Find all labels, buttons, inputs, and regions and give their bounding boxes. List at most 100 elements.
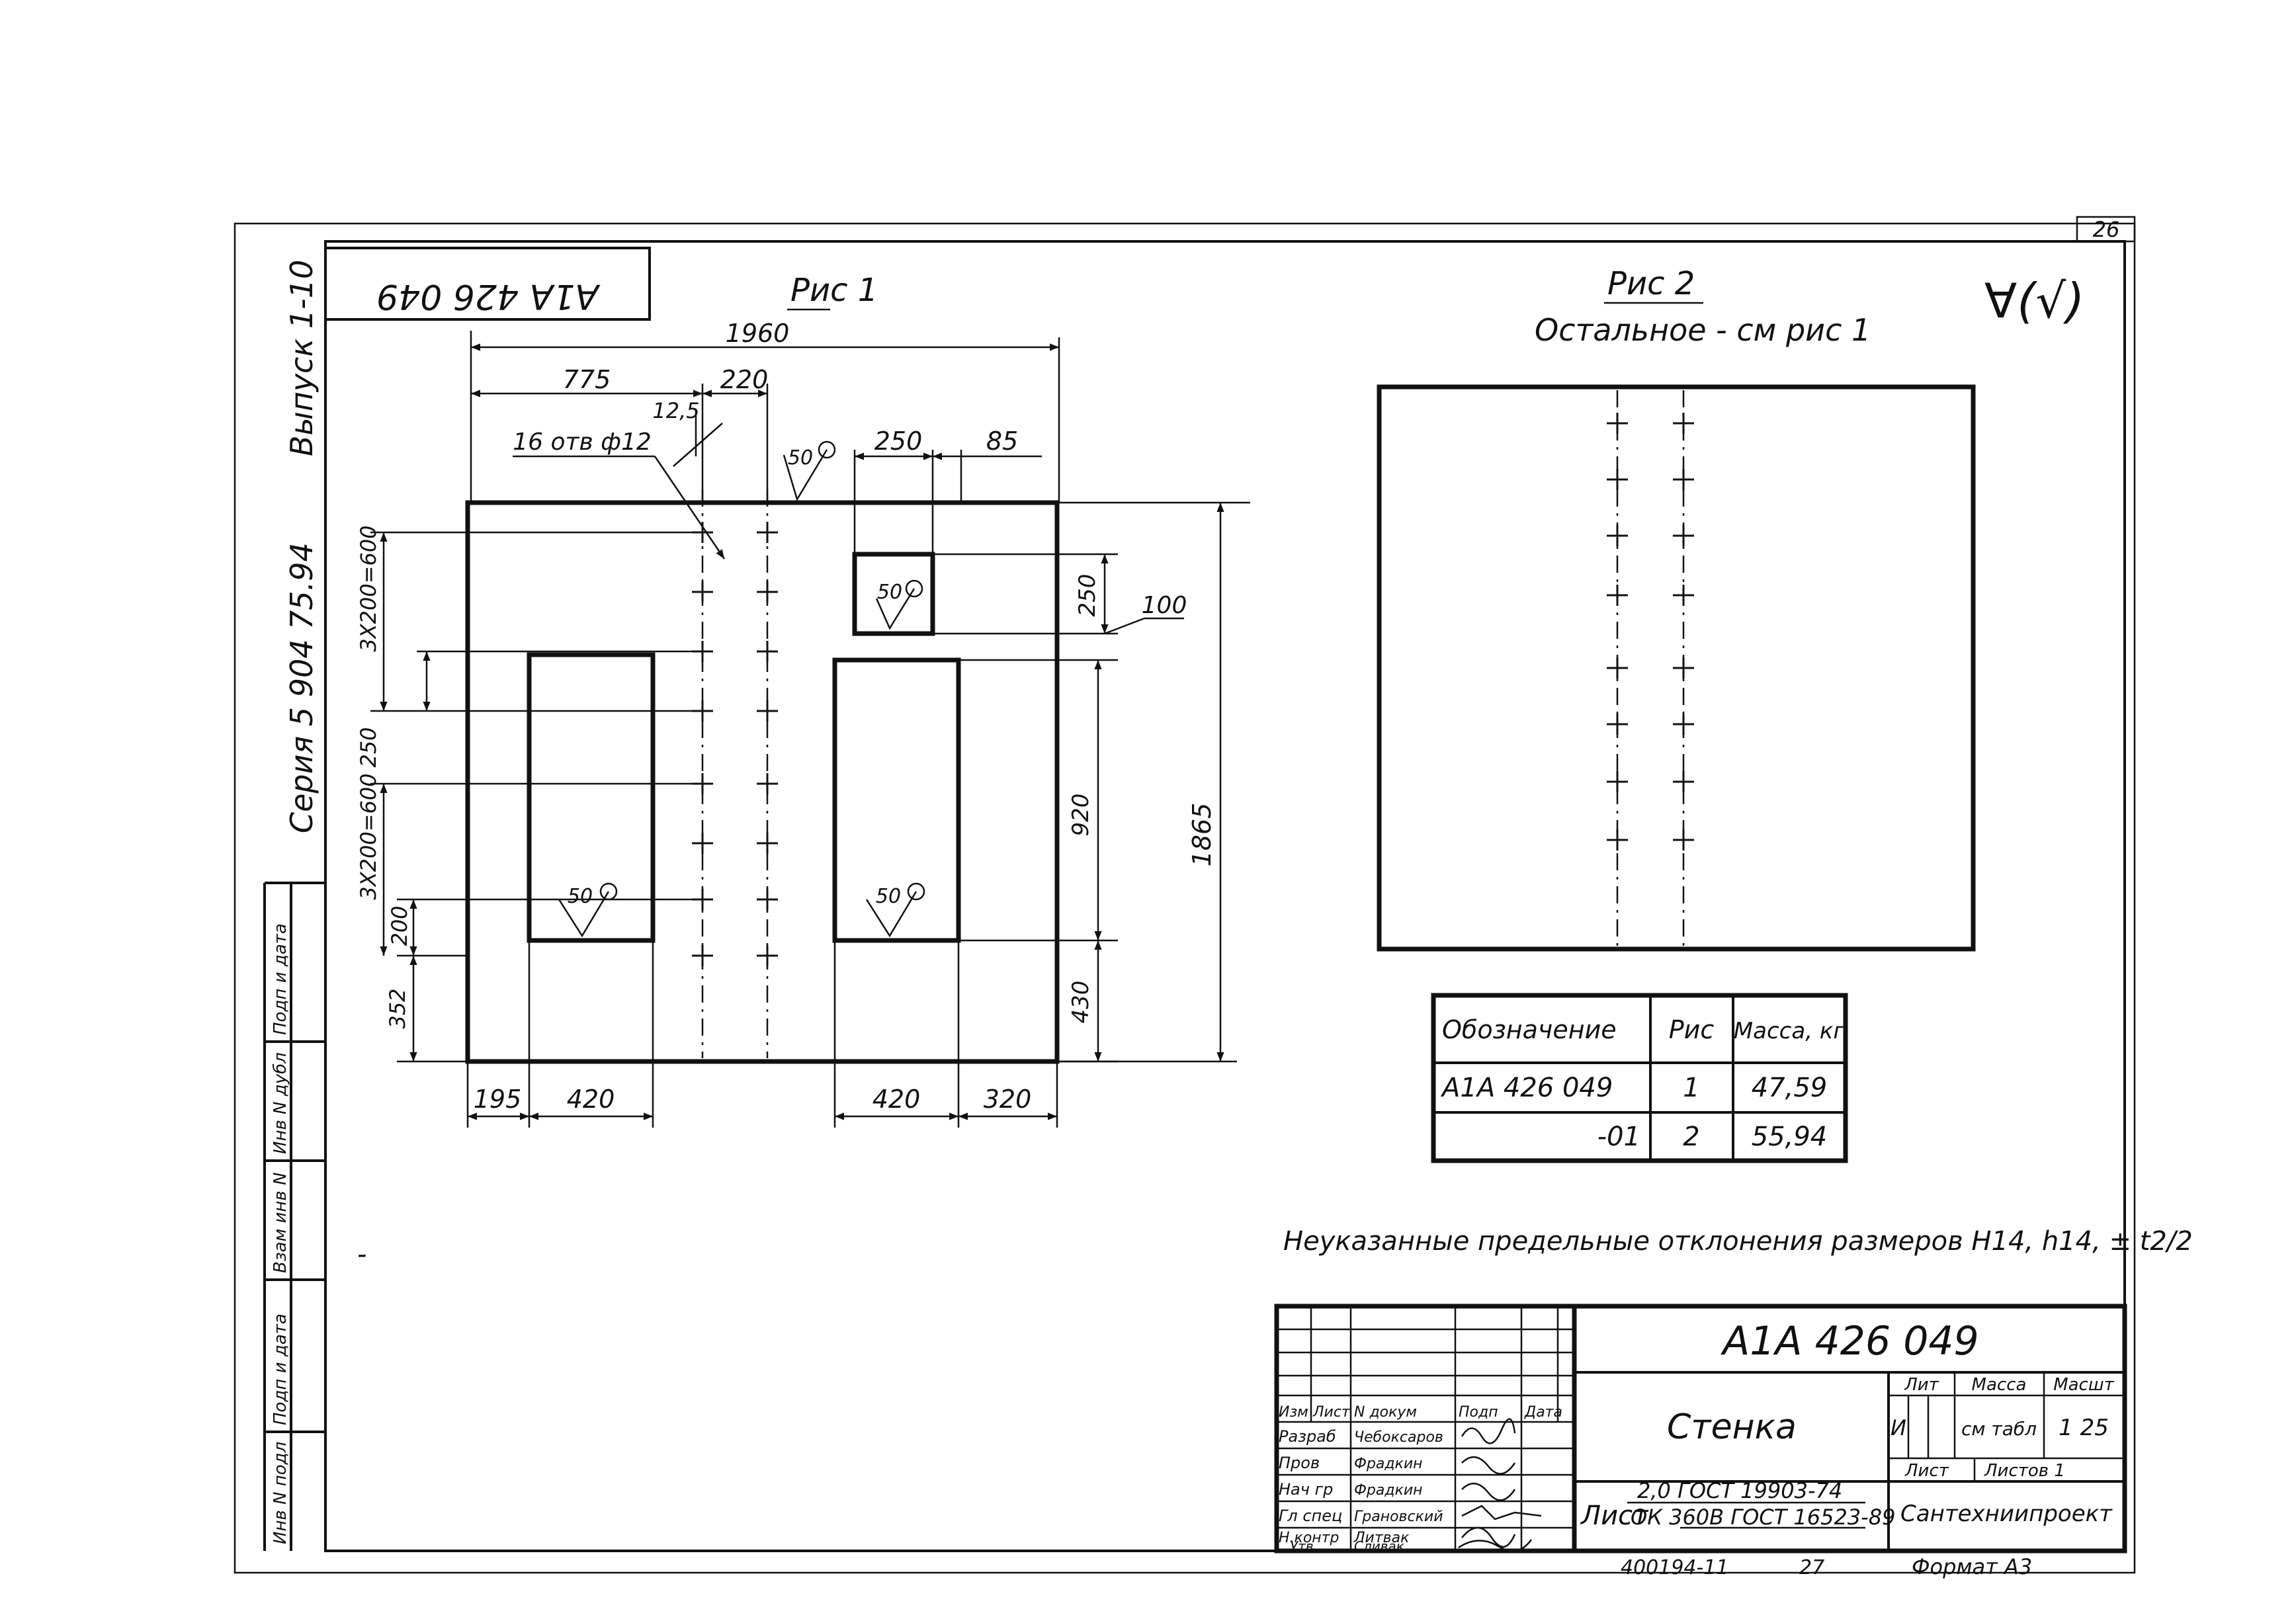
dim-bottom-420a: 420 [567,1085,615,1114]
issue-label: Выпуск 1-10 [284,260,319,456]
hole-mark [1673,525,1694,546]
hole-mark [757,773,778,794]
dim-holes: 16 отв ф12 [513,429,652,456]
spec-row1-mass: 47,59 [1752,1073,1828,1103]
series-label: Серия 5 904 75.94 [284,542,319,833]
roughness-mark-left [558,882,618,938]
margin-box-repl-inv: Взам инв N [271,1173,290,1273]
tb-name-chief-spec: Грановский [1354,1509,1443,1525]
hole-mark [757,641,778,662]
dim-box-width: 250 [874,427,923,456]
tb-role-approved: Утв [1290,1538,1314,1554]
spec-header-mass: Масса, кг [1734,1018,1846,1044]
dim-left-352: 352 [385,988,410,1028]
title-block-name: Стенка [1667,1407,1797,1447]
hole-mark [1673,469,1694,490]
tb-organization: Сантехниипроект [1900,1501,2113,1527]
margin-box-sign-date-1: Подп и дата [271,923,290,1035]
tb-header-sign: Подп [1459,1404,1498,1421]
roughness-mark-box [875,579,923,630]
tb-role-developer: Разраб [1279,1427,1336,1446]
dim-pitch: 220 [720,365,769,394]
tb-mass-label: Масса [1972,1375,2027,1395]
hole-mark [1673,657,1694,679]
dim-bottom-right: 430 [1068,981,1094,1024]
tb-bottom-code: 400194-11 [1621,1556,1729,1579]
dim-height: 1865 [1187,803,1216,867]
spec-header-figure: Рис [1669,1015,1715,1044]
tb-role-norm-control: Н.контр [1279,1530,1339,1546]
dim-left-200: 200 [387,905,412,946]
title-block [1274,1304,2127,1554]
hole-mark [757,522,778,543]
roughness-mark-top [783,440,836,502]
tb-name-approved: Сливак [1354,1538,1404,1554]
tb-scale-label: Масшт [2053,1375,2114,1395]
hole-mark [1673,714,1694,735]
tb-sheet-label: Лист [1904,1461,1949,1481]
hole-mark [757,581,778,602]
hole-mark [1607,657,1628,679]
tb-role-checker: Пров [1279,1454,1320,1472]
tb-lit-value: И [1891,1415,1906,1440]
outer-frame [234,222,2136,1574]
tb-header-change: Изм [1279,1404,1308,1421]
hole-mark [1607,469,1628,490]
margin-box-sign-date-2: Подп и дата [271,1313,290,1425]
roughness-mark-right [865,882,925,938]
tb-role-chief-spec: Гл спец [1279,1507,1342,1525]
tb-name-group-head: Фрадкин [1354,1482,1423,1499]
inner-frame [324,240,2126,1552]
spec-row2-mass: 55,94 [1752,1122,1828,1152]
hole-mark [757,945,778,966]
tb-header-doc: N докум [1354,1404,1417,1421]
hole-mark [692,581,713,602]
tb-name-norm-control: Литвак [1353,1530,1410,1546]
tb-name-checker: Фрадкин [1354,1456,1423,1472]
spec-row2-designation: -01 [1597,1122,1640,1152]
figure2-subtitle: Остальное - см рис 1 [1535,312,1871,348]
dim-box-right: 85 [986,427,1018,456]
figure1-holes [692,522,778,966]
dim-left-offset: 775 [563,365,611,394]
signatures [1458,1418,1542,1552]
hole-mark [1673,829,1694,851]
roughness-top-value: 50 [788,446,813,470]
mirrored-code-box [324,247,651,321]
hole-mark [1607,714,1628,735]
tb-header-date: Дата [1524,1404,1562,1421]
spec-header-designation: Обозначение [1442,1015,1617,1044]
hole-mark [1673,413,1694,434]
tb-role-group-head: Нач гр [1279,1480,1333,1499]
hole-mark [757,700,778,722]
figure1-hole-axes [701,489,769,1058]
hole-mark [692,833,713,854]
dim-right-opening: 920 [1068,794,1094,837]
hole-mark [692,945,713,966]
dim-left-mid: 250 [356,727,381,767]
tb-mass-value: см табл [1961,1418,2037,1440]
dim-gap-right: 100 [1142,592,1187,619]
hole-mark [1607,413,1628,434]
figure2-holes [1607,413,1694,851]
hole-mark [757,889,778,910]
spec-row1-figure: 1 [1683,1073,1699,1103]
dim-overall-width: 1960 [726,319,790,348]
tb-scale-value: 1 25 [2059,1415,2109,1441]
tb-lit-label: Лит [1904,1375,1939,1395]
hole-mark [757,833,778,854]
dim-box-height: 250 [1074,574,1101,617]
tb-material-line2: ОК 360В ГОСТ 16523-89 [1631,1505,1895,1530]
tb-header-sheet: Лист [1312,1404,1351,1421]
tb-material-label: Лист [1580,1501,1649,1531]
roughness-box-value: 50 [877,581,902,604]
spec-table [1431,993,1848,1163]
margin-box-orig-inv: Инв N подл [271,1442,290,1544]
hole-mark [1607,771,1628,792]
figure2-panel [1377,384,1976,952]
figure1-title: Рис 1 [790,272,878,309]
tb-material-line1: 2,0 ГОСТ 19903-74 [1637,1478,1842,1503]
roughness-left-value: 50 [568,885,593,908]
title-block-code: A1A 426 049 [1720,1318,1978,1364]
